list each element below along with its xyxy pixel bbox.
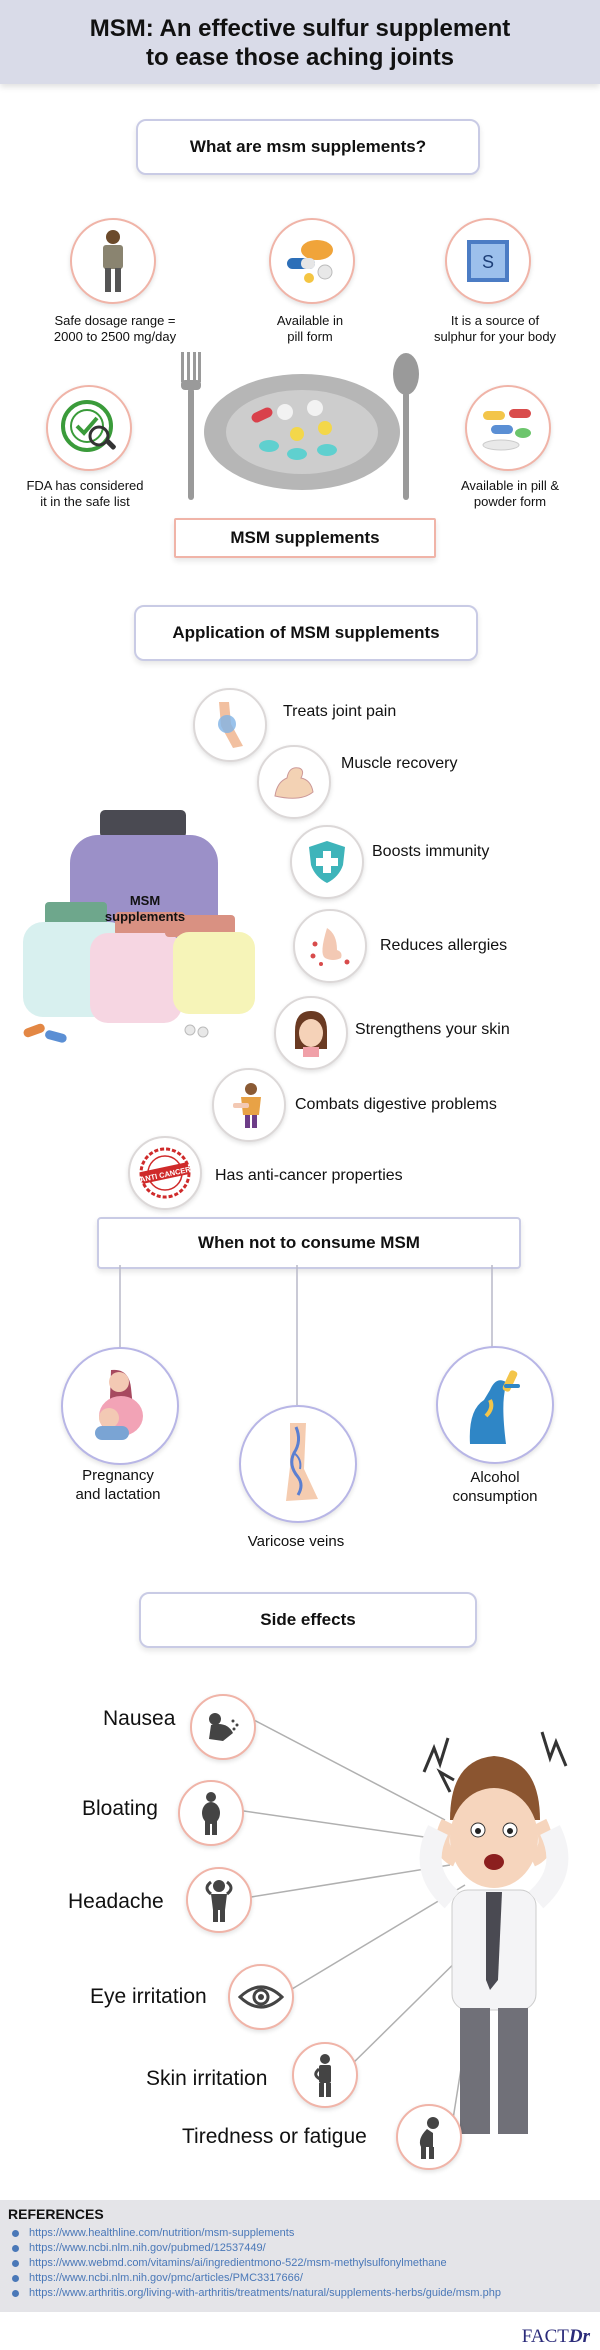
- side-effect-bloating: Bloating: [82, 1797, 158, 1820]
- headache-person-icon: [186, 1867, 252, 1933]
- anti-cancer-stamp-icon: ANTI CANCER: [128, 1136, 202, 1210]
- reference-item[interactable]: https://www.ncbi.nlm.nih.gov/pmc/article…: [12, 2271, 600, 2286]
- page-title: MSM: An effective sulfur supplement to e…: [0, 0, 600, 72]
- sulfur-element-icon: S: [445, 218, 531, 304]
- app-item-muscle-recovery: Muscle recovery: [341, 755, 458, 772]
- references-list: https://www.healthline.com/nutrition/msm…: [0, 2226, 600, 2301]
- side-effect-skin-irritation: Skin irritation: [146, 2067, 268, 2090]
- section-heading-text: Side effects: [260, 1610, 356, 1629]
- capsules-powder-icon: [465, 385, 551, 471]
- fork-icon: [180, 352, 202, 502]
- spoon-icon: [392, 352, 420, 502]
- when-not-pregnancy: Pregnancy and lactation: [75, 1467, 161, 1503]
- approved-stamp-icon: [46, 385, 132, 471]
- shield-cross-icon: [290, 825, 364, 899]
- nose-icon: [293, 909, 367, 983]
- bullet-icon: [12, 2290, 19, 2297]
- section-heading-when-not: When not to consume MSM: [97, 1217, 521, 1269]
- stomach-ache-icon: [212, 1068, 286, 1142]
- knee-icon: [193, 688, 267, 762]
- drinking-man-icon: [436, 1346, 554, 1464]
- reference-link[interactable]: https://www.ncbi.nlm.nih.gov/pubmed/1253…: [29, 2242, 266, 2254]
- reference-link[interactable]: https://www.ncbi.nlm.nih.gov/pmc/article…: [29, 2272, 303, 2284]
- plate-label: MSM supplements: [174, 518, 436, 558]
- fact-pill-form: Available in pill form: [276, 313, 344, 344]
- section-heading-text: When not to consume MSM: [198, 1233, 420, 1252]
- bloated-person-icon: [178, 1780, 244, 1846]
- bullet-icon: [12, 2275, 19, 2282]
- muscle-arm-icon: [257, 745, 331, 819]
- reference-link[interactable]: https://www.arthritis.org/living-with-ar…: [29, 2287, 501, 2299]
- section-heading-side-effects: Side effects: [139, 1592, 477, 1648]
- factdr-logo: FACTDr: [521, 2326, 590, 2347]
- side-effect-eye-irritation: Eye irritation: [90, 1985, 207, 2008]
- title-line-2: to ease those aching joints: [145, 44, 455, 71]
- bullet-icon: [12, 2260, 19, 2267]
- app-item-immunity: Boosts immunity: [372, 843, 490, 860]
- reference-item[interactable]: https://www.webmd.com/vitamins/ai/ingred…: [12, 2256, 600, 2271]
- app-item-allergies: Reduces allergies: [380, 937, 508, 954]
- references-heading: REFERENCES: [8, 2206, 104, 2222]
- pregnant-woman-icon: [61, 1347, 179, 1465]
- references-panel: REFERENCES https://www.healthline.com/nu…: [0, 2200, 600, 2312]
- when-not-varicose: Varicose veins: [247, 1533, 345, 1550]
- fact-fda: FDA has considered it in the safe list: [26, 478, 144, 509]
- side-effect-tiredness: Tiredness or fatigue: [182, 2125, 367, 2148]
- bullet-icon: [12, 2230, 19, 2237]
- pills-icon: [269, 218, 355, 304]
- reference-item[interactable]: https://www.arthritis.org/living-with-ar…: [12, 2286, 600, 2301]
- reference-item[interactable]: https://www.ncbi.nlm.nih.gov/pubmed/1253…: [12, 2241, 600, 2256]
- when-not-alcohol: Alcohol consumption: [452, 1469, 538, 1505]
- person-icon: [70, 218, 156, 304]
- supplement-bottles-illustration: [15, 800, 260, 1050]
- section-heading-application: Application of MSM supplements: [134, 605, 478, 661]
- app-item-joint-pain: Treats joint pain: [283, 703, 397, 720]
- reference-link[interactable]: https://www.healthline.com/nutrition/msm…: [29, 2227, 295, 2239]
- when-not-connectors: [0, 1265, 600, 1415]
- vomiting-person-icon: [190, 1694, 256, 1760]
- eye-icon: [228, 1964, 294, 2030]
- app-item-digestive: Combats digestive problems: [295, 1096, 497, 1113]
- varicose-leg-icon: [239, 1405, 357, 1523]
- bullet-icon: [12, 2245, 19, 2252]
- plate-illustration: [175, 350, 430, 500]
- reference-link[interactable]: https://www.webmd.com/vitamins/ai/ingred…: [29, 2257, 447, 2269]
- woman-face-icon: [274, 996, 348, 1070]
- reference-item[interactable]: https://www.healthline.com/nutrition/msm…: [12, 2226, 600, 2241]
- scratching-person-icon: [292, 2042, 358, 2108]
- side-effect-headache: Headache: [68, 1890, 164, 1913]
- bottles-label: MSM supplements: [104, 893, 186, 924]
- page-header: MSM: An effective sulfur supplement to e…: [0, 0, 600, 84]
- app-item-skin: Strengthens your skin: [355, 1021, 510, 1038]
- app-item-anti-cancer: Has anti-cancer properties: [215, 1167, 403, 1184]
- fact-dosage: Safe dosage range = 2000 to 2500 mg/day: [53, 313, 177, 344]
- title-line-1: MSM: An effective sulfur supplement: [89, 15, 511, 42]
- sulfur-symbol: S: [482, 252, 494, 272]
- stressed-man-illustration: [390, 1700, 600, 2140]
- fact-sulphur-source: It is a source of sulphur for your body: [433, 313, 557, 344]
- section-heading-text: What are msm supplements?: [189, 137, 427, 156]
- tired-person-icon: [396, 2104, 462, 2170]
- side-effect-nausea: Nausea: [103, 1707, 176, 1730]
- section-heading-text: Application of MSM supplements: [172, 623, 440, 642]
- section-heading-what: What are msm supplements?: [136, 119, 480, 175]
- fact-pill-powder: Available in pill & powder form: [460, 478, 560, 509]
